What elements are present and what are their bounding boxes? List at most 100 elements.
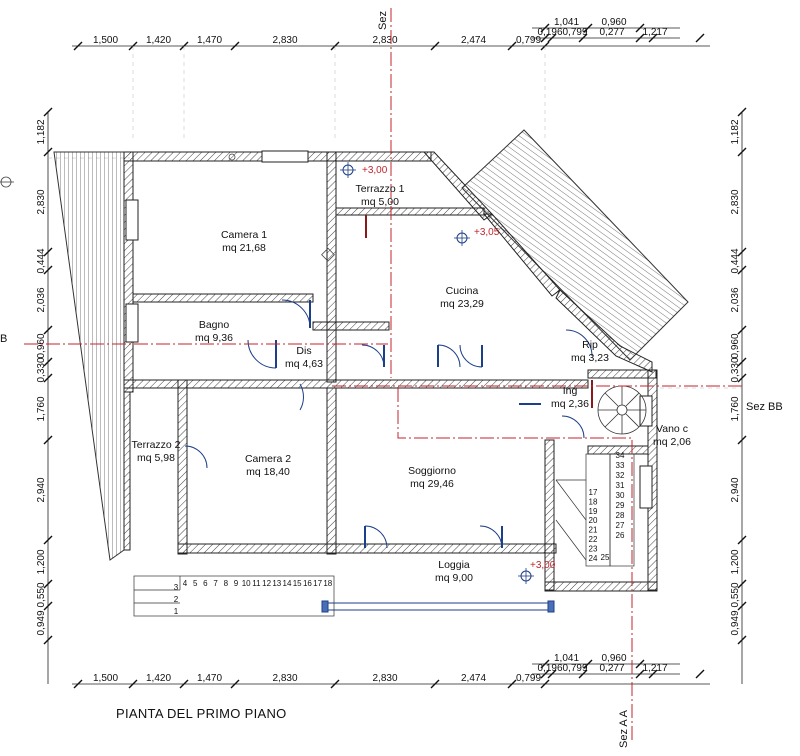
stair-step-11: 11 bbox=[252, 579, 261, 588]
stair-step-5: 5 bbox=[193, 579, 198, 588]
stair-step-12: 12 bbox=[262, 579, 271, 588]
room-name-camera-2: Camera 2 bbox=[245, 453, 291, 465]
bottom-lower-dim-3: 1,217 bbox=[642, 663, 667, 674]
stairwell-step-30: 30 bbox=[616, 491, 625, 500]
stair-step-2: 2 bbox=[174, 595, 179, 604]
bottom-upper-dim-1: 0,960 bbox=[601, 653, 626, 664]
left-dim-10: 0,949 bbox=[36, 610, 47, 635]
right-dim-6: 1,760 bbox=[730, 396, 741, 421]
section-label-bottom: Sez A A bbox=[618, 709, 630, 748]
room-name-loggia: Loggia bbox=[438, 559, 470, 571]
stair-step-9: 9 bbox=[234, 579, 239, 588]
level-marker-2 bbox=[454, 230, 470, 246]
room-name-soggiorno: Soggiorno bbox=[408, 465, 456, 477]
stairwell-step-32: 32 bbox=[616, 471, 625, 480]
stair-step-16: 16 bbox=[303, 579, 312, 588]
right-dim-5: 0,330 bbox=[730, 357, 741, 382]
right-dim-2: 0,444 bbox=[730, 248, 741, 273]
stairwell-step-25: 25 bbox=[601, 553, 610, 562]
left-dim-3: 2,036 bbox=[36, 287, 47, 312]
left-dim-6: 1,760 bbox=[36, 396, 47, 421]
right-dim-10: 0,949 bbox=[730, 610, 741, 635]
stair-step-10: 10 bbox=[242, 579, 251, 588]
stairwell-step-18: 18 bbox=[589, 497, 598, 506]
roof-left bbox=[53, 151, 125, 561]
right-dim-0: 1,182 bbox=[730, 119, 741, 144]
top-dim-6: 0,799 bbox=[516, 35, 541, 46]
stairwell-step-20: 20 bbox=[589, 516, 598, 525]
bottom-lower-dim-1: 0,799 bbox=[562, 663, 587, 674]
stairwell-step-22: 22 bbox=[589, 535, 598, 544]
stair-step-6: 6 bbox=[203, 579, 208, 588]
plan-title: PIANTA DEL PRIMO PIANO bbox=[116, 706, 287, 721]
stair-step-1: 1 bbox=[174, 607, 179, 616]
door-leaves bbox=[275, 300, 541, 548]
right-dim-7: 2,940 bbox=[730, 477, 741, 502]
room-name-bagno: Bagno bbox=[199, 319, 230, 331]
top-dim-4: 2,830 bbox=[372, 35, 397, 46]
stairwell-steps bbox=[555, 453, 635, 567]
loggia-railing bbox=[321, 600, 555, 613]
section-label-top: Sez bbox=[377, 11, 389, 30]
stair-step-17: 17 bbox=[313, 579, 322, 588]
windows bbox=[125, 150, 653, 509]
room-name-camera-1: Camera 1 bbox=[221, 229, 267, 241]
top-dim-5: 2,474 bbox=[461, 35, 486, 46]
stairwell-step-28: 28 bbox=[616, 511, 625, 520]
bottom-dim-3: 2,830 bbox=[272, 673, 297, 684]
section-label-left: B bbox=[0, 333, 7, 345]
stairwell-step-23: 23 bbox=[589, 544, 598, 553]
room-name-terrazzo-1: Terrazzo 1 bbox=[355, 183, 404, 195]
room-area-terrazzo-2: mq 5,98 bbox=[137, 452, 175, 464]
right-dimension-chain bbox=[737, 107, 747, 684]
stair-step-8: 8 bbox=[224, 579, 229, 588]
room-area-camera-1: mq 21,68 bbox=[222, 242, 266, 254]
room-name-terrazzo-2: Terrazzo 2 bbox=[131, 439, 180, 451]
room-area-dis: mq 4,63 bbox=[285, 358, 323, 370]
left-dim-4: 0,960 bbox=[36, 333, 47, 358]
bottom-lower-dim-0: 0,196 bbox=[537, 663, 562, 674]
level-marker-1 bbox=[340, 162, 356, 178]
top-upper-dim-1: 0,960 bbox=[601, 17, 626, 28]
stair-step-13: 13 bbox=[272, 579, 281, 588]
bottom-dim-2: 1,470 bbox=[197, 673, 222, 684]
section-lines bbox=[24, 8, 742, 740]
stair-step-18: 18 bbox=[323, 579, 332, 588]
stairwell-step-21: 21 bbox=[589, 526, 598, 535]
bottom-dim-1: 1,420 bbox=[146, 673, 171, 684]
stairwell-step-29: 29 bbox=[616, 501, 625, 510]
stairwell-step-24: 24 bbox=[589, 554, 598, 563]
room-area-cucina: mq 23,29 bbox=[440, 298, 484, 310]
stair-step-14: 14 bbox=[283, 579, 292, 588]
right-dim-1: 2,830 bbox=[730, 189, 741, 214]
top-lower-dim-1: 0,799 bbox=[562, 27, 587, 38]
external-stair bbox=[133, 575, 335, 617]
bottom-dimension-chain bbox=[72, 659, 710, 689]
bottom-dim-4: 2,830 bbox=[372, 673, 397, 684]
top-dim-0: 1,500 bbox=[93, 35, 118, 46]
column-markers bbox=[0, 153, 335, 262]
stairwell-step-27: 27 bbox=[616, 521, 625, 530]
bottom-dim-6: 0,799 bbox=[516, 673, 541, 684]
stairwell-step-19: 19 bbox=[589, 507, 598, 516]
left-dim-9: 0,550 bbox=[36, 582, 47, 607]
left-dim-2: 0,444 bbox=[36, 248, 47, 273]
stair-step-3: 3 bbox=[174, 583, 179, 592]
room-area-soggiorno: mq 29,46 bbox=[410, 478, 454, 490]
left-dim-0: 1,182 bbox=[36, 119, 47, 144]
right-dim-8: 1,200 bbox=[730, 549, 741, 574]
stairwell-step-17: 17 bbox=[589, 488, 598, 497]
top-dim-2: 1,470 bbox=[197, 35, 222, 46]
room-area-vano-c: mq 2,06 bbox=[653, 436, 691, 448]
top-dim-3: 2,830 bbox=[272, 35, 297, 46]
top-upper-dim-0: 1,041 bbox=[554, 17, 579, 28]
section-label-right: Sez BB bbox=[746, 401, 783, 413]
left-dim-8: 1,200 bbox=[36, 549, 47, 574]
door-swings bbox=[184, 299, 593, 549]
left-dim-1: 2,830 bbox=[36, 189, 47, 214]
bottom-dim-5: 2,474 bbox=[461, 673, 486, 684]
stair-step-7: 7 bbox=[213, 579, 218, 588]
room-area-bagno: mq 9,36 bbox=[195, 332, 233, 344]
room-name-rip: Rip bbox=[582, 339, 598, 351]
